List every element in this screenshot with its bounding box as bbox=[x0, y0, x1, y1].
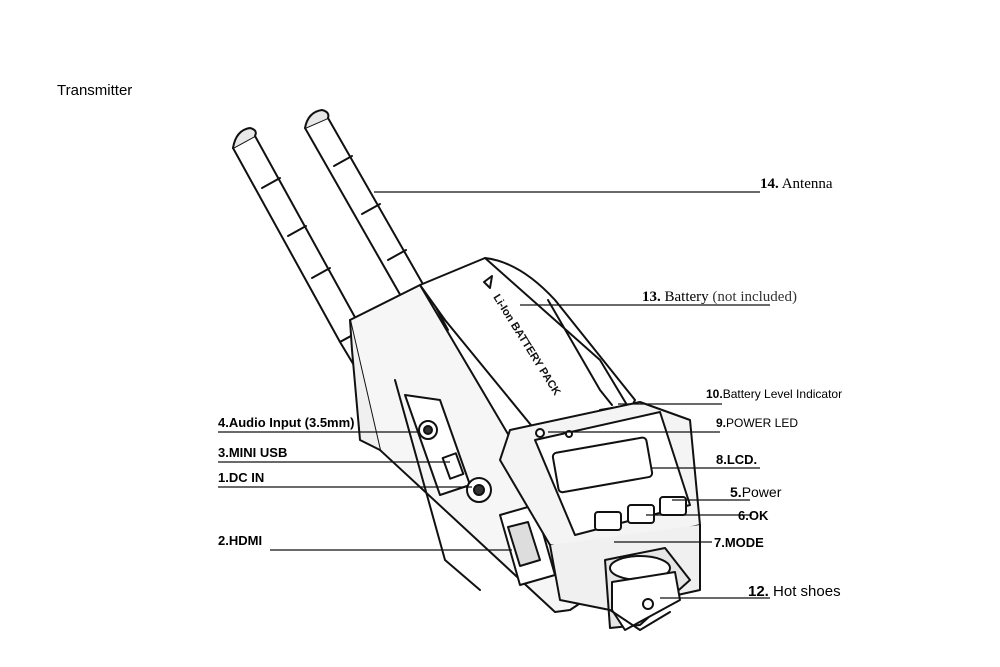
label-mode-text: MODE bbox=[724, 535, 764, 550]
label-power-text: Power bbox=[741, 484, 782, 500]
label-mode: 7.MODE bbox=[714, 536, 764, 549]
label-antenna-text: Antenna bbox=[781, 176, 833, 192]
label-power-number: 5. bbox=[730, 484, 742, 500]
label-power-led: 9.POWER LED bbox=[716, 417, 798, 429]
hot-shoe bbox=[604, 547, 691, 631]
title: Transmitter bbox=[57, 82, 133, 99]
label-battery-level-text: Battery Level Indicator bbox=[722, 387, 843, 401]
label-ok-text: OK bbox=[748, 508, 769, 523]
label-dc-in-text: DC IN bbox=[228, 470, 265, 485]
label-battery-level: 10.Battery Level Indicator bbox=[706, 388, 842, 400]
label-power-led-text: POWER LED bbox=[726, 416, 799, 430]
label-battery-level-number: 10. bbox=[706, 387, 723, 401]
label-battery-note: (not included) bbox=[712, 289, 797, 305]
label-dc-in-number: 1. bbox=[218, 470, 229, 485]
label-power-led-number: 9. bbox=[716, 416, 727, 430]
label-hot-shoes-number: 12. bbox=[748, 583, 769, 600]
label-hdmi-number: 2. bbox=[218, 533, 229, 548]
label-audio-input-number: 4. bbox=[218, 415, 229, 430]
label-mini-usb-number: 3. bbox=[218, 445, 229, 460]
label-lcd: 8.LCD. bbox=[716, 453, 757, 466]
label-hot-shoes: 12. Hot shoes bbox=[748, 584, 841, 599]
label-hdmi: 2.HDMI bbox=[218, 534, 262, 547]
label-lcd-number: 8. bbox=[716, 452, 727, 467]
label-mini-usb-text: MINI USB bbox=[228, 445, 288, 460]
label-power: 5.Power bbox=[730, 485, 781, 499]
label-hdmi-text: HDMI bbox=[228, 533, 263, 548]
label-antenna: 14. Antenna bbox=[760, 177, 833, 192]
leader-lines bbox=[218, 191, 770, 599]
label-hot-shoes-text: Hot shoes bbox=[773, 583, 841, 600]
label-mode-number: 7. bbox=[714, 535, 725, 550]
label-dc-in: 1.DC IN bbox=[218, 471, 264, 484]
label-mini-usb: 3.MINI USB bbox=[218, 446, 287, 459]
device-body bbox=[349, 284, 601, 613]
label-audio-input: 4.Audio Input (3.5mm) bbox=[218, 416, 355, 429]
label-ok-number: 6. bbox=[738, 508, 749, 523]
label-lcd-text: LCD. bbox=[726, 452, 758, 467]
label-battery-number: 13. bbox=[642, 289, 661, 305]
label-antenna-number: 14. bbox=[760, 176, 779, 192]
label-ok: 6.OK bbox=[738, 509, 768, 522]
label-battery-text: Battery bbox=[664, 289, 709, 305]
label-audio-input-text: Audio Input (3.5mm) bbox=[228, 415, 355, 430]
label-battery: 13. Battery (not included) bbox=[642, 290, 797, 305]
